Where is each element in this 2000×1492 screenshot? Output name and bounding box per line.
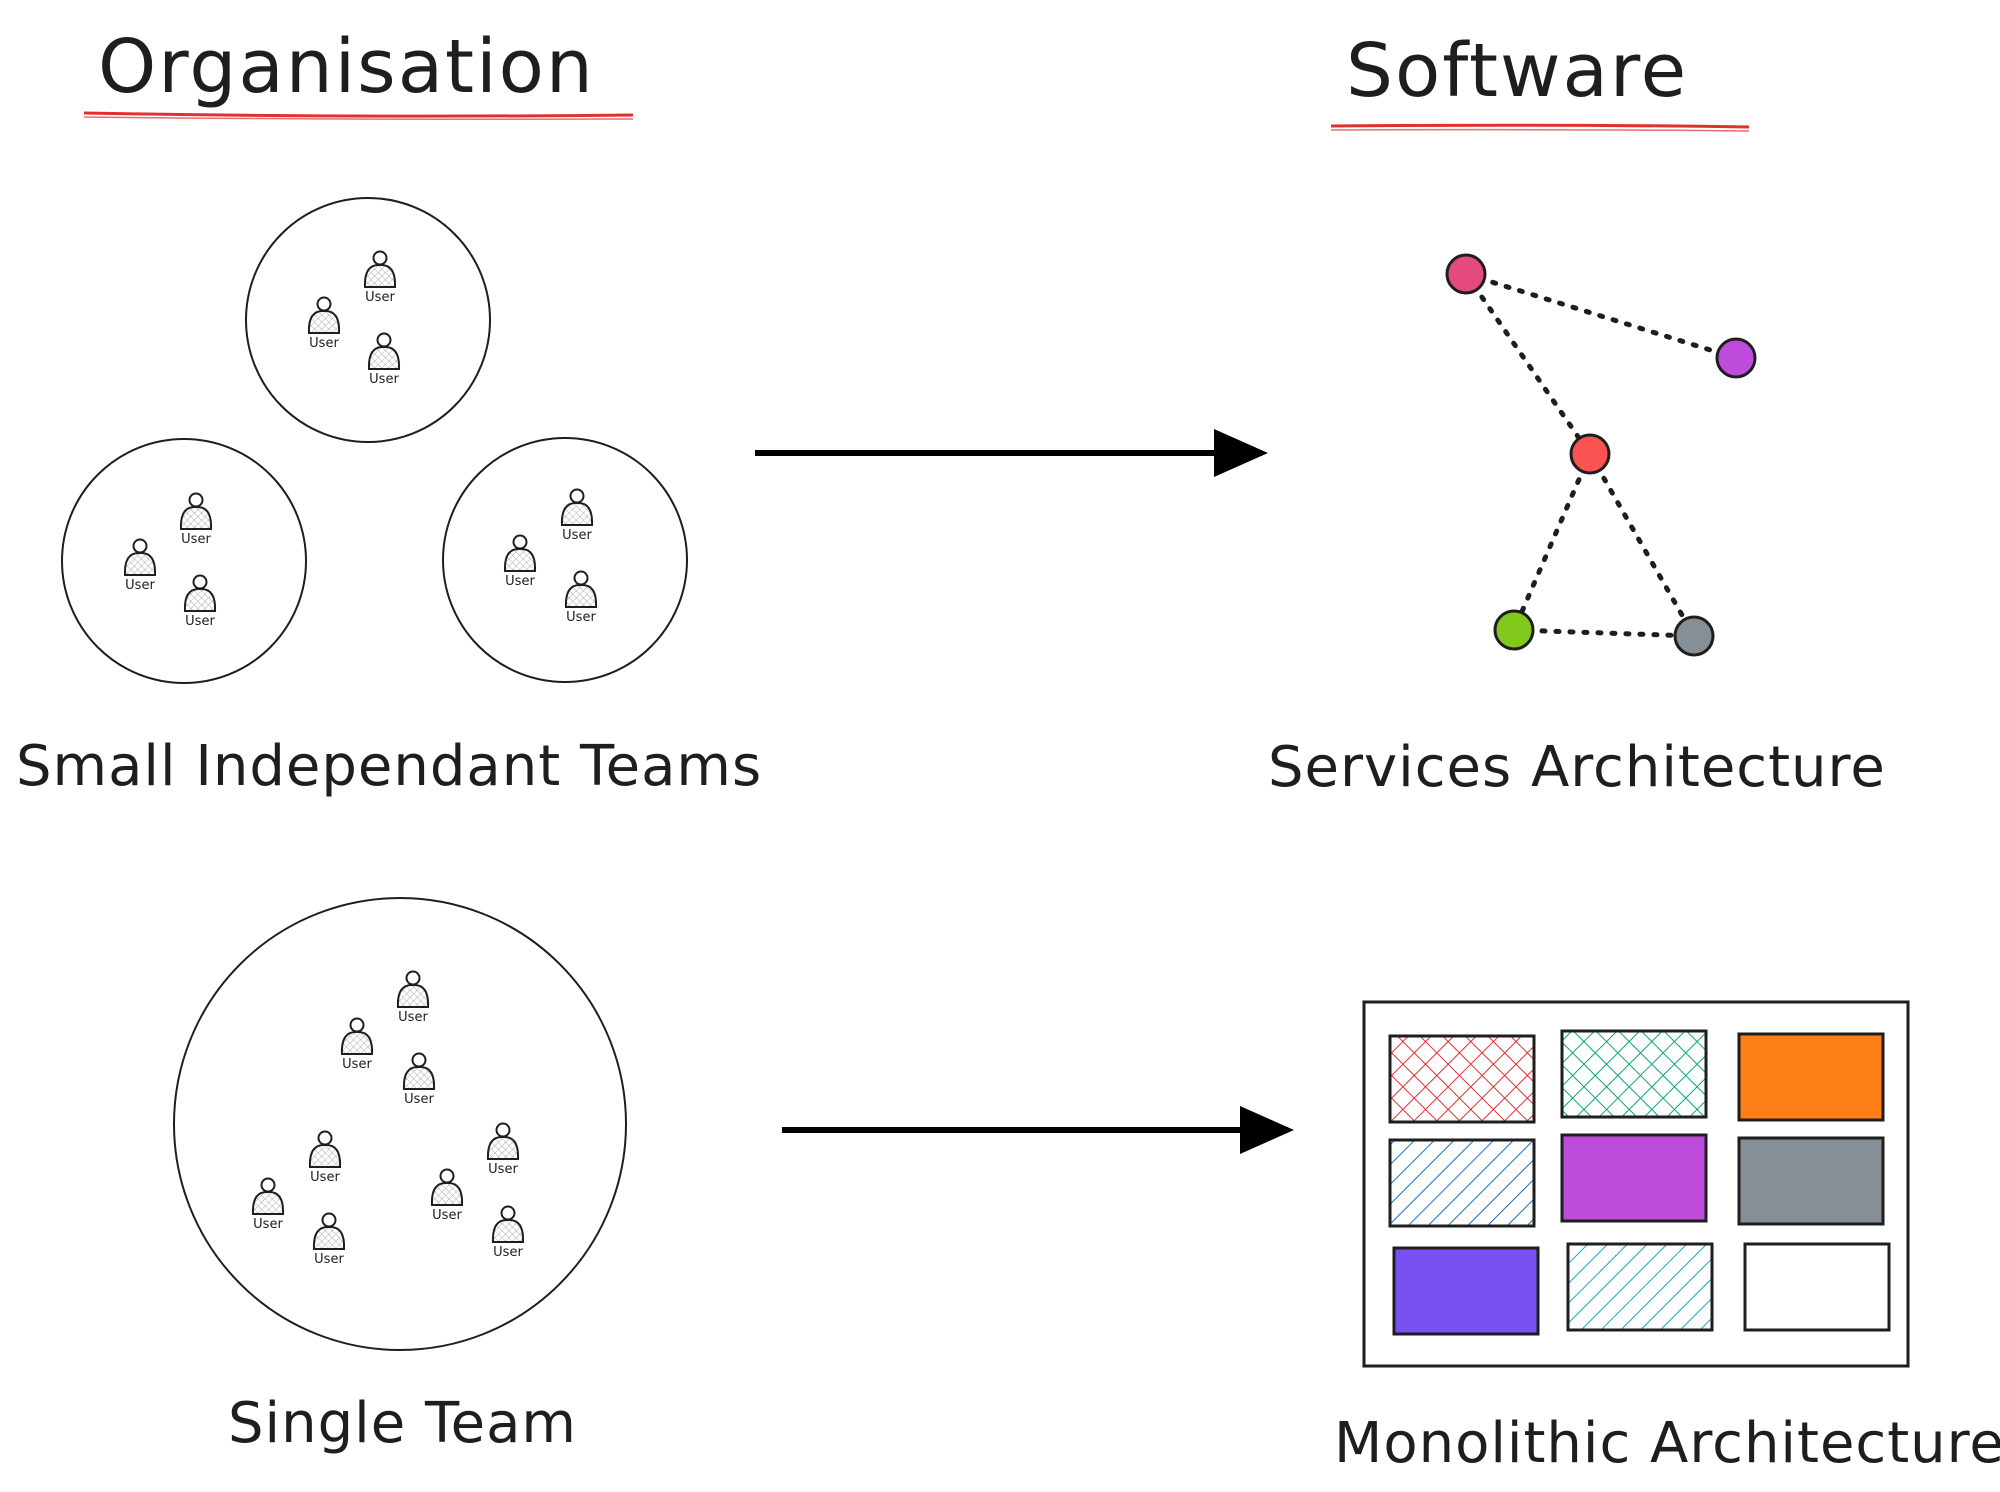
service-node-gray xyxy=(1673,615,1715,657)
module-violet xyxy=(1392,1246,1540,1336)
heading-software-underline-2 xyxy=(1330,128,1750,132)
edge-pink-purple xyxy=(1463,271,1739,361)
user-icon: User xyxy=(312,1212,346,1267)
heading-organisation-underline xyxy=(83,111,634,118)
monolith-container xyxy=(1362,1000,1910,1368)
user-label: User xyxy=(562,528,592,543)
user-label: User xyxy=(314,1252,344,1267)
services-graph xyxy=(1445,253,1757,657)
user-label: User xyxy=(488,1162,518,1177)
user-icon: User xyxy=(491,1205,525,1260)
user-label: User xyxy=(404,1092,434,1107)
caption-small-teams: Small Independant Teams xyxy=(16,734,762,799)
edge-red-gray xyxy=(1587,451,1697,639)
user-label: User xyxy=(185,614,215,629)
user-icon: User xyxy=(486,1122,520,1177)
caption-single-team: Single Team xyxy=(228,1391,577,1456)
heading-organisation-underline-2 xyxy=(83,116,634,120)
edge-pink-red xyxy=(1463,271,1593,457)
user-icon: User xyxy=(503,534,537,589)
user-icon: User xyxy=(564,570,598,625)
module-teal-hatched xyxy=(1560,1029,1708,1119)
module-purple xyxy=(1560,1133,1708,1223)
user-label: User xyxy=(369,372,399,387)
user-icon: User xyxy=(307,296,341,351)
user-label: User xyxy=(566,610,596,625)
user-label: User xyxy=(365,290,395,305)
module-gray xyxy=(1737,1136,1885,1226)
service-node-red xyxy=(1569,433,1611,475)
user-label: User xyxy=(342,1057,372,1072)
edge-red-green xyxy=(1511,451,1593,633)
heading-software: Software xyxy=(1346,28,1688,114)
user-label: User xyxy=(310,1170,340,1185)
user-icon: User xyxy=(363,250,397,305)
user-icon: User xyxy=(402,1052,436,1107)
user-icon: User xyxy=(560,488,594,543)
user-icon: User xyxy=(308,1130,342,1185)
user-label: User xyxy=(125,578,155,593)
module-blue-hatched xyxy=(1388,1138,1536,1228)
user-label: User xyxy=(505,574,535,589)
user-icon: User xyxy=(251,1177,285,1232)
user-label: User xyxy=(181,532,211,547)
heading-software-underline xyxy=(1330,123,1750,129)
caption-services: Services Architecture xyxy=(1268,735,1886,800)
user-icon: User xyxy=(430,1168,464,1223)
user-icon: User xyxy=(396,970,430,1025)
user-icon: User xyxy=(123,538,157,593)
module-cyan-hatched xyxy=(1566,1242,1714,1332)
module-red-hatched xyxy=(1388,1034,1536,1124)
service-node-green xyxy=(1493,609,1535,651)
caption-monolith: Monolithic Architecture xyxy=(1334,1411,2000,1476)
user-icon: User xyxy=(367,332,401,387)
user-icon: User xyxy=(183,574,217,629)
user-label: User xyxy=(253,1217,283,1232)
user-icon: User xyxy=(340,1017,374,1072)
heading-organisation: Organisation xyxy=(98,24,595,110)
module-white xyxy=(1743,1242,1891,1332)
user-label: User xyxy=(398,1010,428,1025)
user-label: User xyxy=(432,1208,462,1223)
user-label: User xyxy=(309,336,339,351)
module-orange xyxy=(1737,1032,1885,1122)
edge-green-gray xyxy=(1511,627,1697,639)
service-node-purple xyxy=(1715,337,1757,379)
user-icon: User xyxy=(179,492,213,547)
service-node-pink xyxy=(1445,253,1487,295)
user-label: User xyxy=(493,1245,523,1260)
